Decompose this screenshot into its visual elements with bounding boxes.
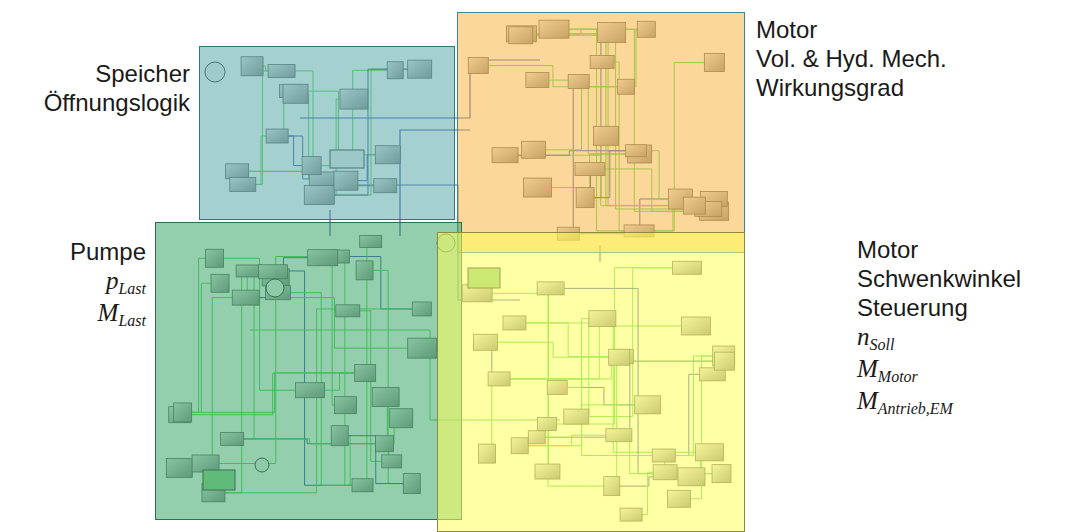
signal-variable: MMotor [857,354,1037,386]
variable-subscript: Last [118,312,146,329]
region-box: PumpepLastMLast [155,222,462,520]
region-label: MotorSchwenkwinkel SteuerungnSollMMotorM… [857,235,1037,418]
variable-symbol: M [98,299,119,326]
variable-symbol: M [857,387,878,414]
variable-symbol: p [106,267,119,294]
region-heading: Motor [756,15,961,44]
region-label: PumpepLastMLast [16,237,146,330]
region-box: Speicher Öffnungslogik [199,46,455,220]
region-box: MotorSchwenkwinkel SteuerungnSollMMotorM… [437,232,745,532]
signal-variable: nSoll [857,322,1037,354]
region-label: MotorVol. & Hyd. Mech. Wirkungsgrad [756,15,961,102]
region-heading: Schwenkwinkel Steuerung [857,264,1037,322]
variable-symbol: n [857,323,870,350]
signal-variable: pLast [16,266,146,298]
signal-variable: MLast [16,298,146,330]
variable-symbol: M [857,355,878,382]
region-label: Speicher Öffnungslogik [40,59,190,117]
variable-subscript: Motor [878,368,918,385]
region-heading: Motor [857,235,1037,264]
variable-subscript: Soll [870,336,895,353]
region-box: MotorVol. & Hyd. Mech. Wirkungsgrad [457,12,745,253]
region-heading: Pumpe [16,237,146,266]
signal-variable: MAntrieb,EM [857,386,1037,418]
variable-subscript: Antrieb,EM [878,400,953,417]
variable-subscript: Last [118,280,146,297]
region-heading: Speicher Öffnungslogik [40,59,190,117]
region-heading: Vol. & Hyd. Mech. Wirkungsgrad [756,44,961,102]
